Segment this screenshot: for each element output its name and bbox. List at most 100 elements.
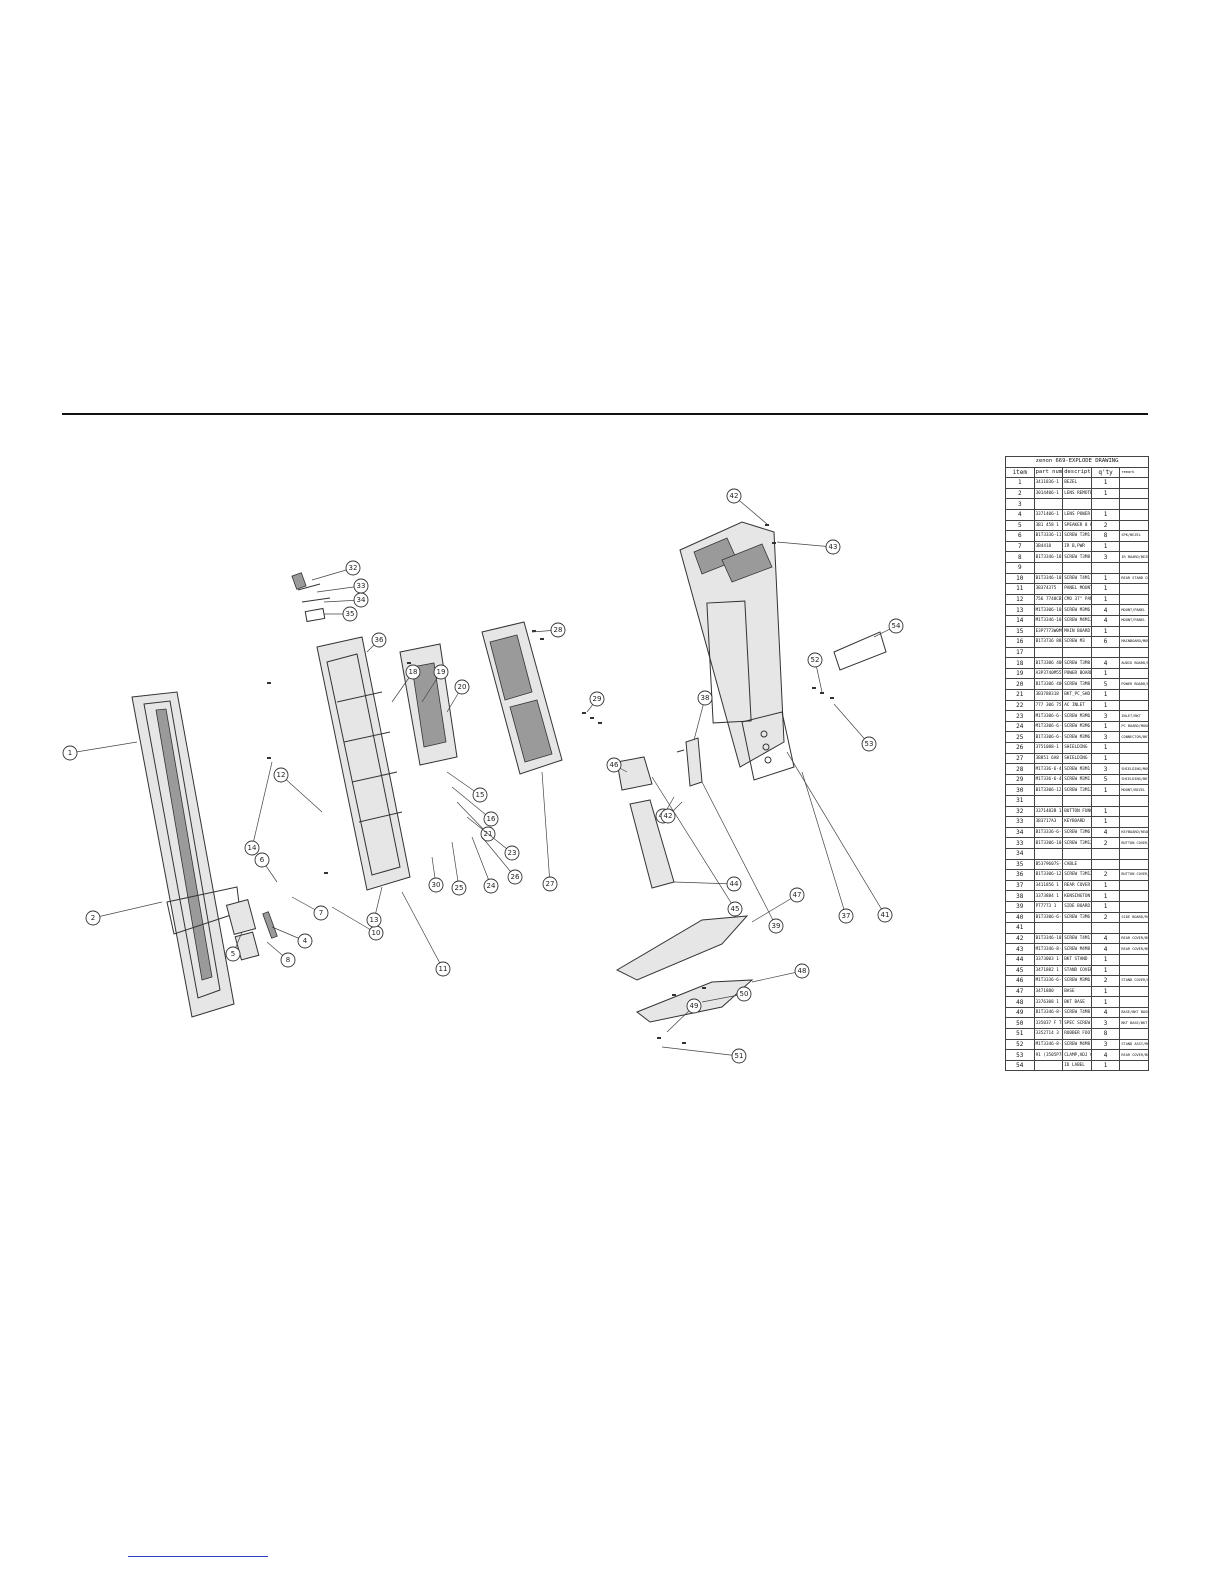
cell-description: SHIELDING [1062,742,1092,754]
cell-quantity [1090,847,1121,860]
cell-description: SCREW M3M6 [1062,720,1092,733]
callout-number: 7 [319,909,323,917]
leader-line [69,741,138,754]
callout-circle [550,622,566,638]
callout-number: 37 [842,912,851,920]
stand-cover-part [616,756,675,889]
top-rule [62,413,1148,415]
callout-number: 27 [546,880,555,888]
leader-line [466,816,513,854]
cell-item-number: 26 [1005,742,1035,754]
cell-description: PANEL MOUNT [1062,583,1092,595]
cell-description: SCREW T3M8 [1062,657,1092,669]
cell-part-number: B1T3306-12-12B [1033,784,1064,796]
leader-line [331,906,377,934]
cell-quantity [1090,561,1121,574]
cell-quantity: 3 [1090,1017,1121,1030]
cell-quantity: 4 [1090,932,1121,945]
callout-number: 50 [740,990,749,998]
cell-description: REAR COVER [1062,879,1092,892]
cell-item-number: 33 [1005,837,1035,849]
leader-line [251,761,273,849]
callout-number: 26 [511,873,520,881]
callout-number: 28 [554,626,563,634]
cell-part-number [1033,795,1064,807]
cell-description: SCREW M4M8 [1062,943,1092,955]
callout-bubble: 2 [85,910,101,926]
cell-part-number: 3411856 1 [1033,879,1064,892]
leader-line [701,781,777,927]
cell-item-number: 40 [1005,911,1035,924]
callout-number: 8 [286,956,290,964]
cell-description: SCREW T4M8 [1062,1006,1092,1019]
callout-bubble: 30 [428,877,444,893]
cell-part-number: 3471882 1 [1033,964,1064,977]
cell-quantity: 4 [1090,657,1121,669]
cell-part-number: B5379607S-15-203 [1033,858,1064,871]
cell-item-number: 53 [1005,1049,1035,1061]
cell-description: CLAMP,ADJ CABLE [1062,1049,1092,1061]
cell-item-number: 15 [1005,625,1035,638]
cell-remark [1119,795,1149,807]
leader-line [471,836,492,887]
callout-bubble: 47 [789,887,805,903]
parts-list-title: zenon 669-EXPLODE DRAWING [1005,456,1149,468]
callout-circle [454,679,470,695]
cell-quantity: 1 [1090,742,1121,754]
cell-item-number: 36 [1005,869,1035,881]
cell-item-number: 4 [1005,508,1035,521]
cell-description [1062,561,1092,574]
cell-part-number: B1T3336-11-10B [1033,530,1064,542]
cell-remark: STAND COVER/BKT STAND [1119,975,1149,987]
cell-part-number: 3B3788318 [1033,689,1064,701]
cell-item-number: 49 [1005,1006,1035,1019]
cell-item-number: 3 [1005,498,1035,510]
speaker-assembly [225,899,278,961]
leader-line [661,1046,740,1057]
cell-part-number: 3014406-1 [1033,487,1064,500]
cell-item-number: 19 [1005,667,1035,680]
cell-part-number: 3373884 1 [1033,890,1064,902]
cell-description: POWER BOARD [1062,667,1092,680]
callout-circle [428,877,444,893]
cell-quantity: 1 [1090,583,1121,595]
cell-part-number: 3371406-1 [1033,508,1064,521]
cell-description [1062,922,1092,934]
keyboard-part [291,572,331,623]
cell-description: SCREW M3 [1062,636,1092,648]
callout-bubble: 7 [313,905,329,921]
cell-quantity: 1 [1090,1059,1121,1072]
cell-part-number: 3471880 [1033,985,1064,998]
callout-circle [280,952,296,968]
cell-part-number: PT7773 1 [1033,900,1064,913]
cell-quantity: 8 [1090,1028,1121,1040]
cell-description [1062,646,1092,659]
cell-description: SCREW M3M6 [1062,731,1092,744]
callout-bubble: 24 [483,878,499,894]
callout-circle [727,901,743,917]
cell-item-number: 39 [1005,900,1035,913]
cell-description: CMO 37" PANEL [1062,593,1092,606]
cell-remark [1119,816,1149,828]
cell-remark [1119,985,1149,998]
cell-description: RUBBER FOOT [1062,1028,1092,1040]
callout-number: 5 [231,950,235,958]
cell-part-number: 3376308 1 [1033,996,1064,1008]
callout-circle [838,908,854,924]
cell-part-number: B1T3306-10-10B [1033,837,1064,849]
callout-bubble: 14 [244,840,260,856]
